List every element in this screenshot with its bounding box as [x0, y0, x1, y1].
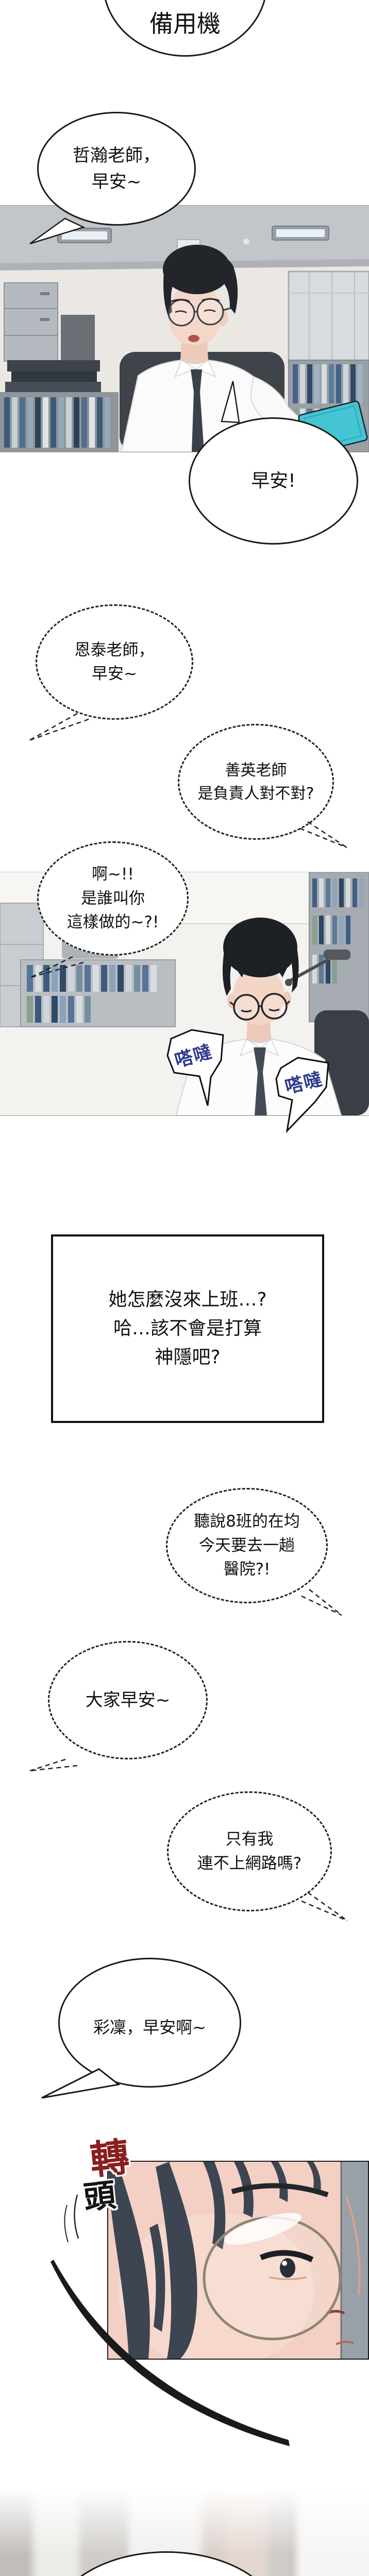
speech-bubble-backup-phone: 備用機: [103, 0, 267, 57]
speech-bubble-greet-zhehan: 哲瀚老師， 早安~: [37, 112, 196, 226]
sfx-turn-head: 轉 頭: [78, 2133, 135, 2217]
eyebrow: [202, 298, 220, 302]
collar: [260, 1038, 279, 1057]
narration-text: 她怎麼沒來上班…? 哈…該不會是打算 神隱吧?: [108, 1289, 267, 1368]
collar: [239, 1038, 261, 1057]
eye: [175, 310, 187, 314]
glasses: [167, 298, 231, 327]
dashed-tail-entai: [29, 713, 78, 741]
eye-downcast: [269, 1008, 280, 1011]
motion-arc: [64, 2205, 69, 2243]
eye-upper-lash: [259, 2250, 314, 2263]
dashed-tail-network: [301, 1900, 348, 1922]
narration-box-monologue: 她怎麼沒來上班…? 哈…該不會是打算 神隱吧?: [51, 1234, 324, 1423]
ceiling-spotlight: [243, 239, 249, 245]
panel-closeup-art: [108, 2162, 368, 2359]
collar: [174, 359, 196, 378]
panel-office-wide: [0, 205, 369, 452]
hair-bowl-cut: [223, 918, 299, 996]
dashed-tail-everyone: [29, 1765, 78, 1772]
bookshelf-left: [0, 392, 119, 452]
ceiling-light-fixture: [57, 228, 112, 243]
necktie: [191, 369, 204, 452]
neck: [246, 1022, 271, 1042]
nose-ridge: [345, 2195, 361, 2295]
ceiling-light-fixture: [272, 226, 329, 241]
binder-shelf-center: [20, 959, 176, 1027]
dashed-tail-network: [307, 1891, 348, 1922]
dashed-tail-everyone: [29, 1758, 66, 1772]
bubble-text: 啊~!! 是誰叫你 這樣做的~?!: [66, 865, 159, 932]
eyebrow: [171, 299, 190, 302]
panel-closeup-face: [107, 2161, 369, 2360]
neck: [180, 342, 208, 363]
bubble-text: 恩泰老師， 早安~: [74, 640, 155, 684]
round-glasses: [229, 993, 291, 1021]
ear: [217, 310, 228, 326]
speech-bubble-reply-morning: 早安!: [189, 417, 358, 545]
file-cabinet-left: [4, 282, 58, 362]
dashed-tail-shanying: [299, 827, 347, 849]
bookshelf-right: [309, 872, 369, 1022]
sfx-turn-head-char1: 轉: [88, 2133, 132, 2183]
sfx-turn-head-char2: 頭: [81, 2176, 118, 2217]
panel-top-fade: [0, 2488, 369, 2555]
mouth-corner: [336, 2341, 354, 2345]
necktie: [254, 1047, 267, 1115]
eye-highlight: [282, 2261, 287, 2266]
eyebrow: [231, 2183, 329, 2197]
mouth-open: [188, 335, 199, 342]
eye-downcast: [241, 1009, 252, 1012]
bubble-text: 聽說8班的在均 今天要去一趟 醫院?!: [194, 1512, 300, 1579]
motion-arc: [74, 2194, 79, 2239]
window-back: [288, 270, 369, 365]
whisper-bubble-greet-everyone: 大家早安~: [48, 1641, 208, 1759]
book-stack-left: [5, 360, 101, 392]
dashed-tail-entai: [29, 718, 89, 741]
whisper-bubble-greet-entai: 恩泰老師， 早安~: [36, 604, 193, 720]
lens-glare: [224, 2213, 301, 2245]
speech-bubble-greet-cailin: 彩凜，早安啊~: [58, 1958, 241, 2088]
dashed-tail-hospital: [301, 1595, 342, 1616]
bubble-text: 彩凜，早安啊~: [93, 2018, 206, 2037]
bubble-text: 備用機: [149, 10, 221, 38]
whisper-bubble-scold: 啊~!! 是誰叫你 這樣做的~?!: [37, 841, 189, 956]
panel-office-wide-art: [0, 206, 369, 452]
whisper-bubble-ask-shanying: 善英老師 是負責人對不對?: [178, 724, 334, 840]
background-strip: [341, 2162, 368, 2359]
bubble-text: 只有我 連不上網路嗎?: [197, 1830, 302, 1873]
bubble-text: 大家早安~: [85, 1689, 171, 1710]
office-equipment: [61, 315, 95, 361]
dashed-tail-hospital: [309, 1589, 342, 1616]
bubble-text: 哲瀚老師， 早安~: [73, 145, 160, 192]
whisper-bubble-network: 只有我 連不上網路嗎?: [167, 1791, 332, 1911]
eye: [204, 309, 216, 313]
iris: [280, 2258, 295, 2278]
hair: [163, 245, 238, 316]
dashed-tail-shanying: [307, 821, 347, 849]
whisper-bubble-gossip-hospital: 聽說8班的在均 今天要去一趟 醫院?!: [166, 1488, 328, 1603]
bubble-text: 善英老師 是負責人對不對?: [197, 761, 314, 803]
collar: [195, 359, 216, 378]
bubble-text: 早安!: [251, 470, 296, 492]
